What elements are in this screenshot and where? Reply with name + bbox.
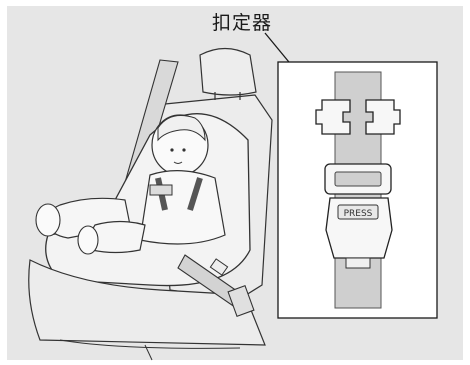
press-button-text: PRESS	[344, 209, 373, 219]
locking-clip-detail: PRESS	[277, 61, 438, 319]
locking-clip-label: 扣定器	[212, 12, 273, 34]
